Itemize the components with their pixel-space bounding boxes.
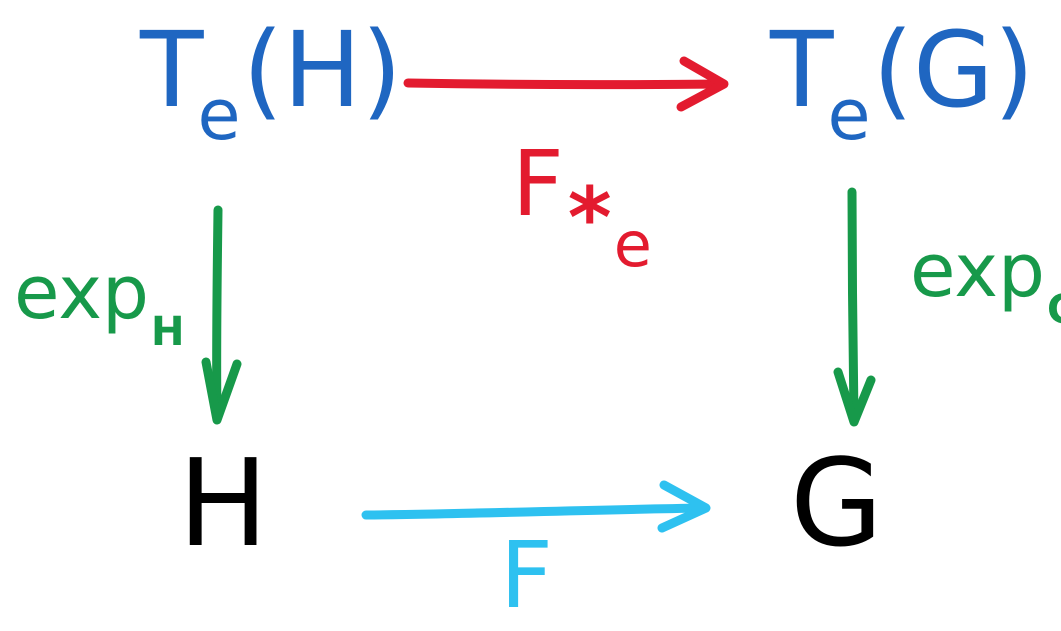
label-pushforward-subscript: e: [613, 208, 652, 281]
label-exp-h-subscript: H: [151, 309, 185, 355]
node-tangent-space-h: T e (H): [140, 9, 402, 150]
node-te-g-subscript: e: [827, 74, 871, 156]
label-pushforward: F * e: [512, 132, 652, 276]
node-te-h-argument: (H): [242, 9, 402, 131]
label-exp-g-subscript: G: [1047, 290, 1061, 330]
node-te-g-main: T: [770, 9, 834, 131]
node-tangent-space-g: T e (G): [770, 9, 1035, 150]
node-h-text: H: [178, 435, 269, 574]
label-pushforward-star: *: [567, 169, 612, 267]
node-te-h-main: T: [140, 9, 204, 131]
label-exp-h: exp H: [14, 250, 184, 352]
node-group-h: H: [178, 445, 268, 565]
label-exp-g: exp G: [910, 228, 1061, 330]
label-f: F: [500, 530, 553, 622]
arrow-exp-g: [833, 187, 876, 427]
node-te-g-argument: (G): [872, 9, 1035, 131]
label-f-text: F: [500, 522, 553, 629]
arrow-f: [361, 480, 711, 533]
label-exp-g-main: exp: [910, 228, 1045, 314]
label-exp-h-main: exp: [14, 250, 149, 336]
arrow-exp-h: [201, 205, 242, 425]
node-group-g: G: [790, 445, 883, 565]
arrow-pushforward: [403, 56, 729, 112]
node-te-h-subscript: e: [197, 74, 241, 156]
label-pushforward-main: F: [512, 132, 564, 237]
node-g-text: G: [790, 435, 883, 574]
